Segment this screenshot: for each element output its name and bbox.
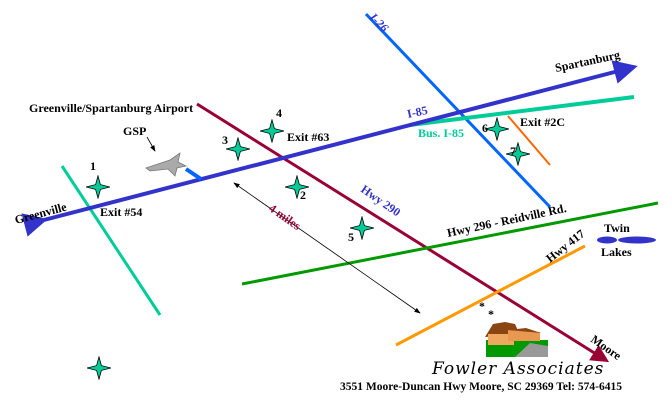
label-exit-63: Exit #63 [287,130,329,144]
label-lakes: Lakes [601,245,632,259]
label-twin: Twin [604,221,630,235]
gsp-pointer-arrow [146,136,156,152]
marker-star-unnumbered[interactable] [87,356,111,380]
twin-lake-west [597,236,617,244]
road-i85 [21,60,638,237]
label-hwy290: Hwy 290 [358,182,403,219]
label-exit-2c: Exit #2C [520,115,565,129]
marker-number-2: 2 [300,188,306,202]
distance-arrow [233,182,421,314]
marker-number-1: 1 [90,159,96,173]
road-hwy290 [196,102,610,363]
marker-number-3: 3 [222,133,228,147]
marker-number-6: 6 [482,121,488,135]
label-spartanburg: Spartanburg [554,48,621,75]
marker-number-5: 5 [348,230,354,244]
marker-number-7: 7 [510,144,516,158]
marker-star-1[interactable] [86,175,110,199]
asterisk-marker: * [488,307,494,321]
label-exit-54: Exit #54 [100,205,142,219]
label-gsp: GSP [123,124,146,138]
marker-number-4: 4 [276,106,282,120]
twin-lake-east [618,236,656,244]
road-hwy417 [395,244,586,347]
label-hwy417: Hwy 417 [543,227,587,266]
road-left-teal [60,165,162,316]
company-address: 3551 Moore-Duncan Hwy Moore, SC 29369 Te… [340,381,622,393]
marker-star-6[interactable] [485,117,509,141]
label-distance: 4 miles [266,201,304,233]
asterisk-marker: * [479,299,485,313]
office-building-icon [485,322,548,357]
label-airport: Greenville/Spartanburg Airport [29,101,193,115]
marker-star-3[interactable] [226,137,250,161]
marker-star-4[interactable] [260,119,284,143]
airplane-icon [145,152,188,177]
airport-runway [184,167,203,181]
label-bus-i85: Bus. I-85 [418,126,464,140]
road-hwy296 [241,201,659,286]
label-i26: I-26 [366,10,391,35]
label-i85: I-85 [406,103,429,121]
label-hwy296: Hwy 296 - Reidville Rd. [446,201,568,240]
company-name: Fowler Associates [431,359,604,379]
